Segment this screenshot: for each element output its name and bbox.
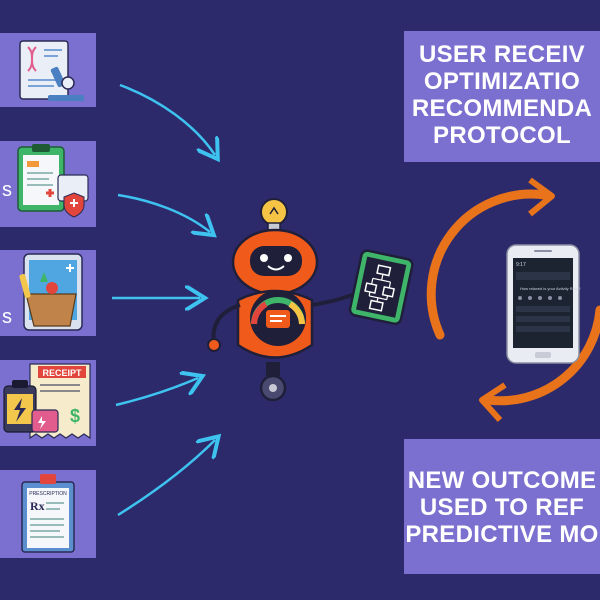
lightbulb-icon — [260, 198, 288, 233]
input-arrow-5 — [117, 440, 215, 517]
input-arrow-2 — [117, 193, 210, 232]
smartphone: 9:17 How relaxed is your Activity Rate? — [506, 244, 581, 364]
input-arrow-1 — [119, 83, 215, 155]
receipt-text: RECEIPT — [42, 368, 82, 378]
cycle-arrow-top — [426, 189, 550, 340]
input-arrow-4 — [115, 378, 198, 407]
phone-status-time: 9:17 — [516, 262, 526, 268]
medical-record-panel: s — [0, 141, 96, 227]
feedback-cycle — [426, 177, 600, 423]
rx-symbol: Rx — [30, 499, 45, 513]
grocery-tablet-icon — [19, 253, 83, 331]
prescription-title: PRESCRIPTION — [29, 491, 67, 497]
battery-receipt-icon: RECEIPT $ — [3, 363, 91, 440]
prescription-panel: PRESCRIPTION Rx — [0, 470, 96, 558]
utility-receipt-panel: RECEIPT $ — [0, 360, 96, 446]
clipboard-shield-icon — [17, 144, 89, 218]
dna-microscope-icon — [19, 40, 84, 101]
prescription-icon: PRESCRIPTION Rx — [21, 474, 75, 553]
optimization-box: USER RECEIV OPTIMIZATIO RECOMMENDA PROTO… — [404, 31, 600, 162]
research-panel — [0, 33, 96, 107]
phone-question: How relaxed is your Activity Rate? — [520, 286, 581, 291]
grocery-panel: s — [0, 250, 96, 336]
panel-label: s — [2, 306, 12, 328]
dollar-icon: $ — [70, 406, 80, 426]
ai-robot — [207, 198, 414, 402]
outcome-box: NEW OUTCOME USED TO REF PREDICTIVE MO — [404, 439, 600, 574]
flowchart-tablet-icon — [348, 249, 414, 326]
panel-label: s — [2, 179, 12, 201]
cycle-arrow-bottom — [483, 305, 600, 406]
